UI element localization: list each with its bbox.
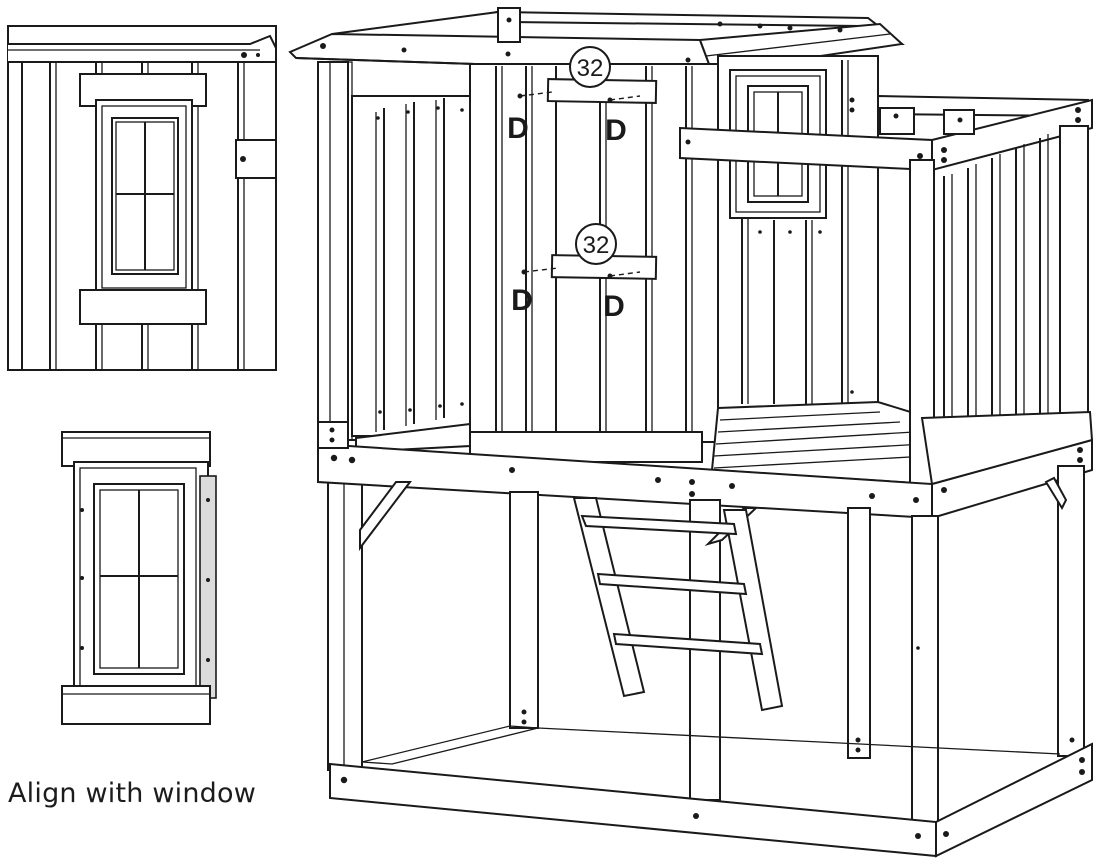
- window-part: [61, 431, 217, 725]
- deck-floor: [710, 400, 931, 486]
- right-back-wall: [717, 55, 879, 409]
- front-left-post: [327, 439, 363, 771]
- ladder: [572, 497, 784, 712]
- fastener-label: D: [507, 112, 529, 145]
- part-number-label: 32: [583, 232, 610, 259]
- playhouse-structure: [288, 7, 1094, 858]
- part-number-label: 32: [577, 55, 604, 82]
- instruction-caption: Align with window: [8, 778, 257, 809]
- fastener-label: D: [605, 114, 627, 147]
- right-railing: [679, 94, 1093, 515]
- fastener-label: D: [603, 290, 625, 323]
- left-wall: [317, 61, 471, 451]
- fastener-guides: [519, 91, 641, 277]
- fastener-label: D: [511, 284, 533, 317]
- lower-frame: [359, 465, 1085, 829]
- callout-part-32-upper: 32 D D: [507, 46, 627, 147]
- base-frame: [329, 725, 1093, 858]
- detail-inset: [7, 25, 277, 371]
- deck-frame: [317, 410, 1094, 520]
- callout-part-32-lower: 32 D D: [511, 223, 625, 323]
